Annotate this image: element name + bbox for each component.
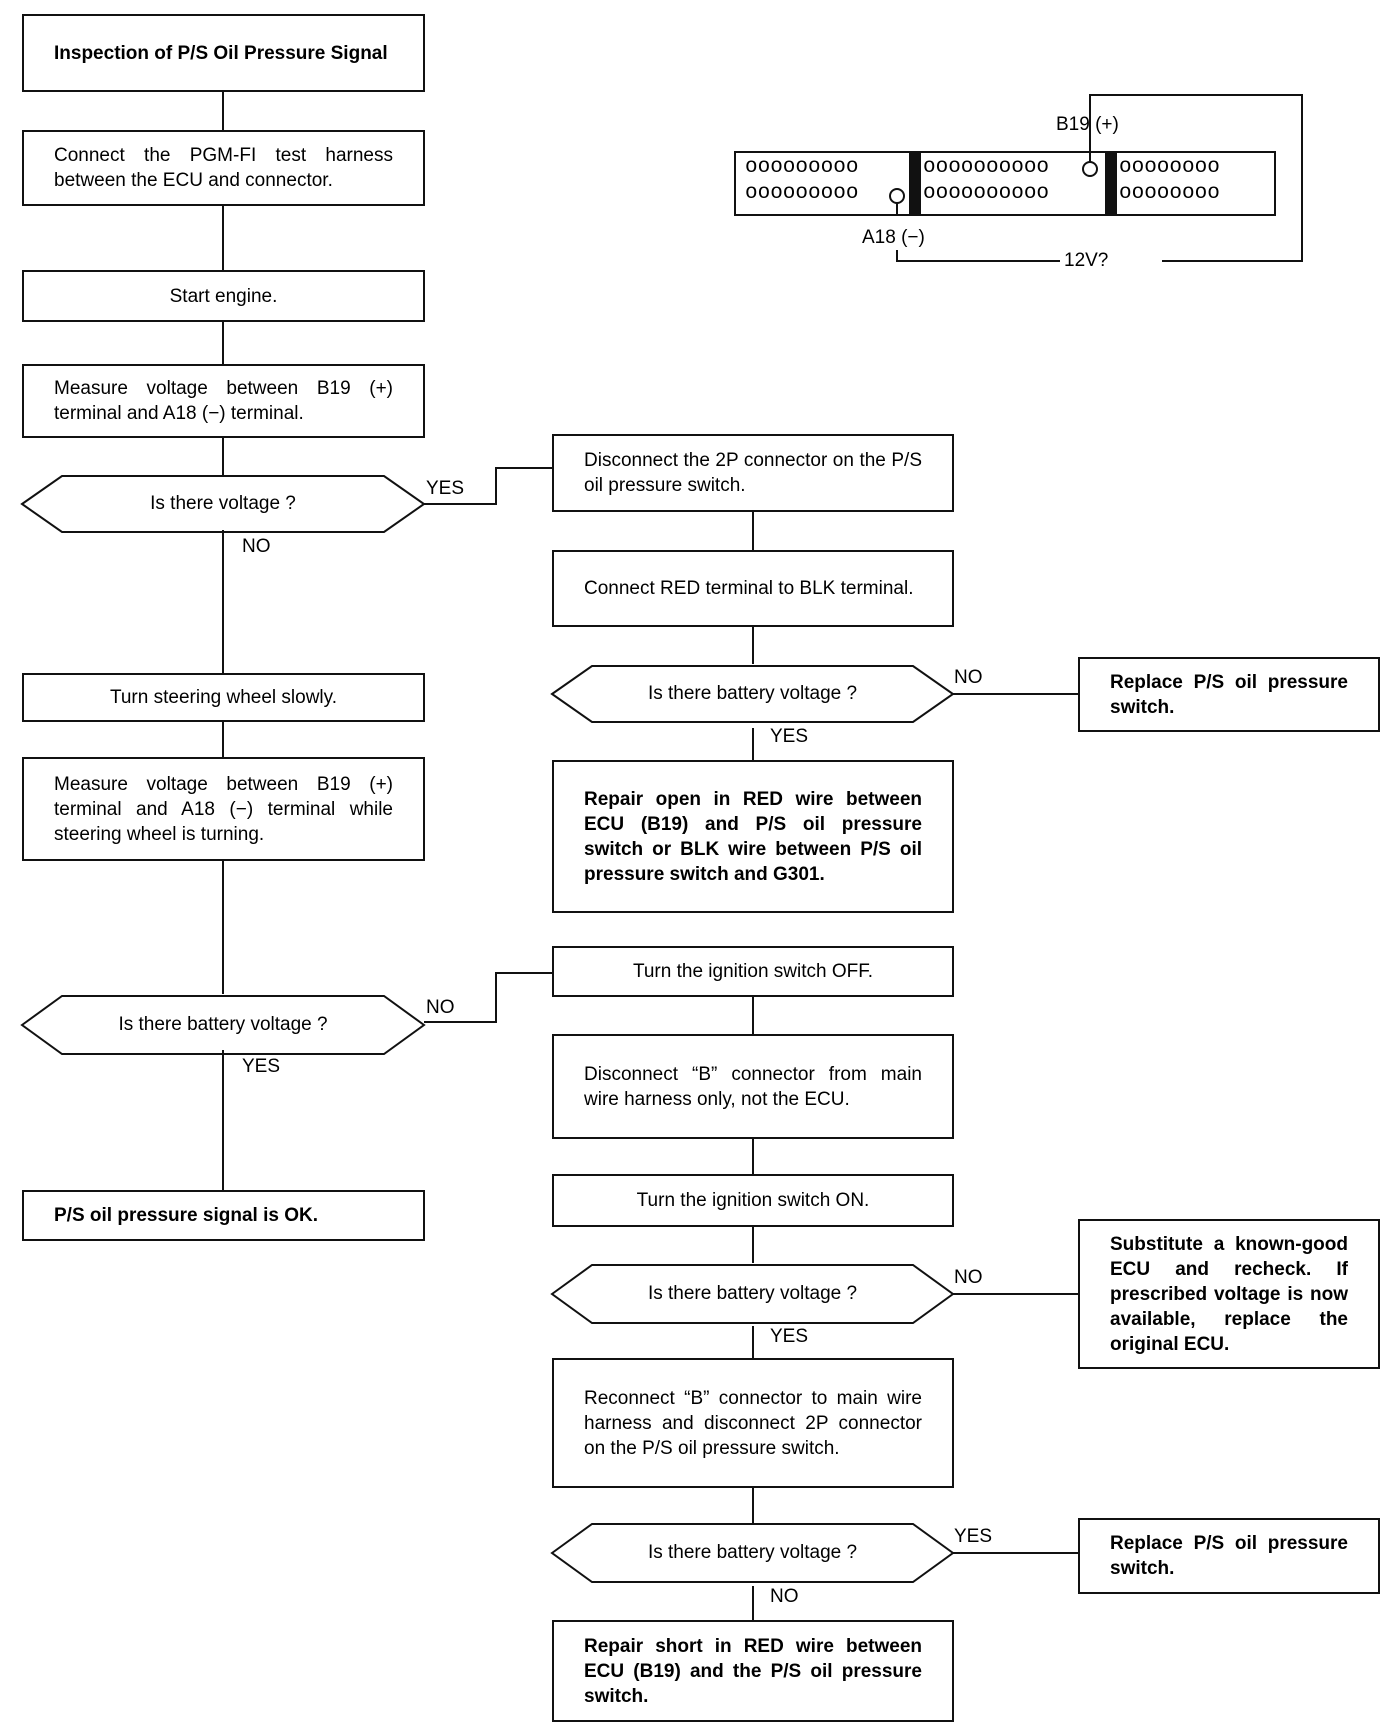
step-start-engine: Start engine.: [22, 270, 425, 322]
ecu-connector-body: [734, 151, 1276, 216]
connector-row: oooooooooo: [923, 156, 1050, 179]
connector-row: oooooooo: [1119, 156, 1220, 179]
decision-shape: [550, 665, 955, 723]
decision-shape: [20, 475, 426, 533]
decision-shape: [20, 995, 426, 1055]
connector-row: oooooooooo: [923, 182, 1050, 205]
label-no: NO: [954, 1267, 983, 1288]
step-measure-while-turning: Measure voltage between B19 (+) terminal…: [22, 757, 425, 861]
label-yes: YES: [242, 1056, 281, 1077]
step-measure-voltage: Measure voltage between B19 (+) terminal…: [22, 364, 425, 438]
wire-b19: [1089, 94, 1303, 262]
connector-row: oooooooo: [1119, 182, 1220, 205]
decision-shape: [550, 1264, 955, 1324]
step-substitute-ecu: Substitute a known-good ECU and recheck.…: [1078, 1219, 1380, 1369]
step-turn-wheel: Turn steering wheel slowly.: [22, 673, 425, 722]
terminal-a18-label: A18 (−): [862, 227, 925, 248]
step-replace-switch-2: Replace P/S oil pressure switch.: [1078, 1518, 1380, 1594]
label-yes: YES: [770, 1326, 809, 1347]
decision-shape: [550, 1523, 955, 1583]
decision-battery-voltage-1: Is there battery voltage ?: [118, 1014, 328, 1035]
step-repair-short: Repair short in RED wire between ECU (B1…: [552, 1620, 954, 1722]
label-yes: YES: [426, 478, 465, 499]
decision-is-voltage: Is there voltage ?: [150, 493, 296, 514]
terminal-b19-label: B19 (+): [1056, 114, 1119, 135]
step-replace-switch-1: Replace P/S oil pressure switch.: [1078, 657, 1380, 732]
voltage-label: 12V?: [1064, 250, 1109, 271]
decision-battery-voltage-4: Is there battery voltage ?: [647, 1542, 858, 1563]
label-no: NO: [242, 536, 271, 557]
label-no: NO: [426, 997, 455, 1018]
connector-divider: [909, 152, 921, 215]
step-signal-ok: P/S oil pressure signal is OK.: [22, 1190, 425, 1241]
terminal-b19-icon: [1082, 161, 1098, 177]
step-reconnect-b: Reconnect “B” connector to main wire har…: [552, 1358, 954, 1488]
decision-battery-voltage-3: Is there battery voltage ?: [647, 1283, 858, 1304]
step-disconnect-b: Disconnect “B” connector from main wire …: [552, 1034, 954, 1139]
step-repair-open: Repair open in RED wire between ECU (B19…: [552, 760, 954, 913]
connector-line: [424, 467, 552, 505]
connector-divider: [1105, 152, 1117, 215]
step-connect-harness: Connect the PGM-FI test harness between …: [22, 130, 425, 206]
step-ignition-off: Turn the ignition switch OFF.: [552, 946, 954, 997]
terminal-a18-icon: [889, 188, 905, 204]
connector-row: ooooooooo: [745, 182, 859, 205]
label-yes: YES: [770, 726, 809, 747]
step-disconnect-2p: Disconnect the 2P connector on the P/S o…: [552, 434, 954, 512]
decision-battery-voltage-2: Is there battery voltage ?: [647, 683, 858, 704]
step-title: Inspection of P/S Oil Pressure Signal: [22, 14, 425, 92]
label-no: NO: [770, 1586, 799, 1607]
connector-row: ooooooooo: [745, 156, 859, 179]
label-yes: YES: [954, 1526, 993, 1547]
connector-line: [424, 972, 552, 1023]
step-connect-red-blk: Connect RED terminal to BLK terminal.: [552, 550, 954, 627]
step-ignition-on: Turn the ignition switch ON.: [552, 1174, 954, 1227]
label-no: NO: [954, 667, 983, 688]
wire-a18-lead: [896, 250, 1060, 262]
